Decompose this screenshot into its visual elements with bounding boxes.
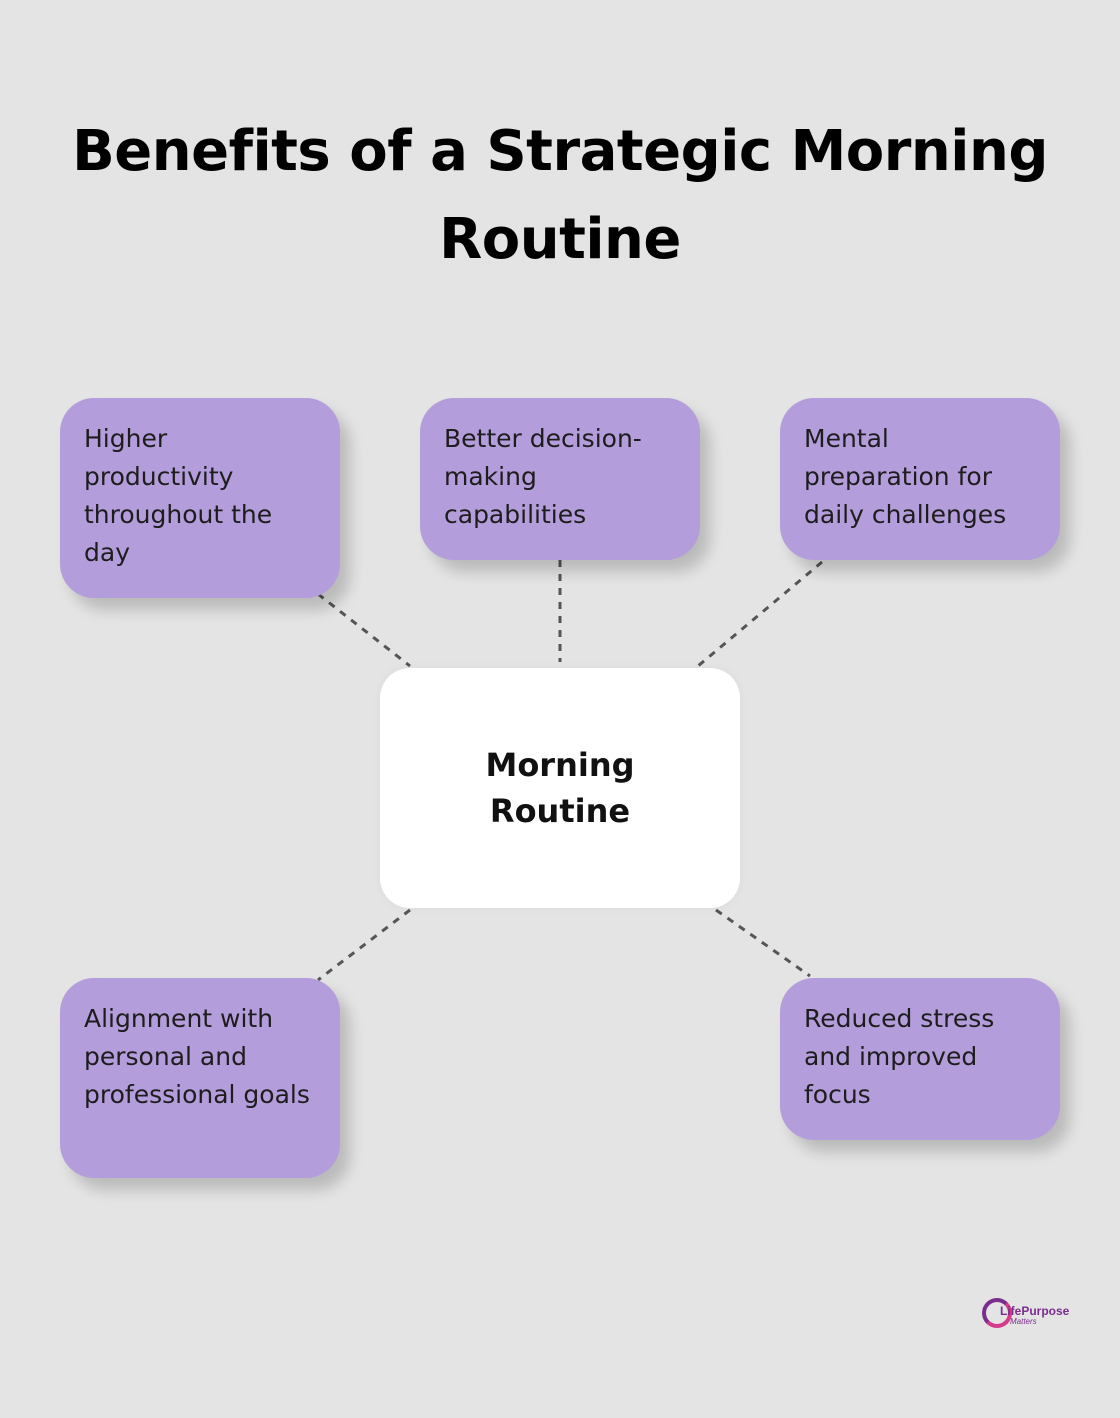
branch-label: Mental preparation for daily challenges — [804, 424, 1007, 529]
branch-node-mental-preparation: Mental preparation for daily challenges — [780, 398, 1060, 560]
connector-mental — [697, 560, 823, 668]
branch-node-alignment: Alignment with personal and professional… — [60, 978, 340, 1178]
branch-node-reduced-stress: Reduced stress and improved focus — [780, 978, 1060, 1140]
logo-subtext: Matters — [1010, 1317, 1037, 1326]
connector-productivity — [317, 592, 411, 668]
branch-label: Alignment with personal and professional… — [84, 1004, 310, 1109]
branch-label: Reduced stress and improved focus — [804, 1004, 995, 1109]
connector-alignment — [317, 908, 411, 982]
logo-text: LifePurpose — [1000, 1304, 1070, 1318]
brand-logo: LifePurpose Matters — [980, 1294, 1070, 1338]
logo-ring-icon — [982, 1298, 1012, 1328]
diagram-title: Benefits of a Strategic Morning Routine — [72, 119, 1048, 272]
center-label: Morning Routine — [485, 746, 635, 830]
branch-node-decision-making: Better decision-making capabilities — [420, 398, 700, 560]
branch-label: Higher productivity throughout the day — [84, 424, 273, 567]
center-node: Morning Routine — [380, 668, 740, 908]
branch-label: Better decision-making capabilities — [444, 424, 642, 529]
branch-node-productivity: Higher productivity throughout the day — [60, 398, 340, 598]
connector-stress — [715, 908, 811, 978]
